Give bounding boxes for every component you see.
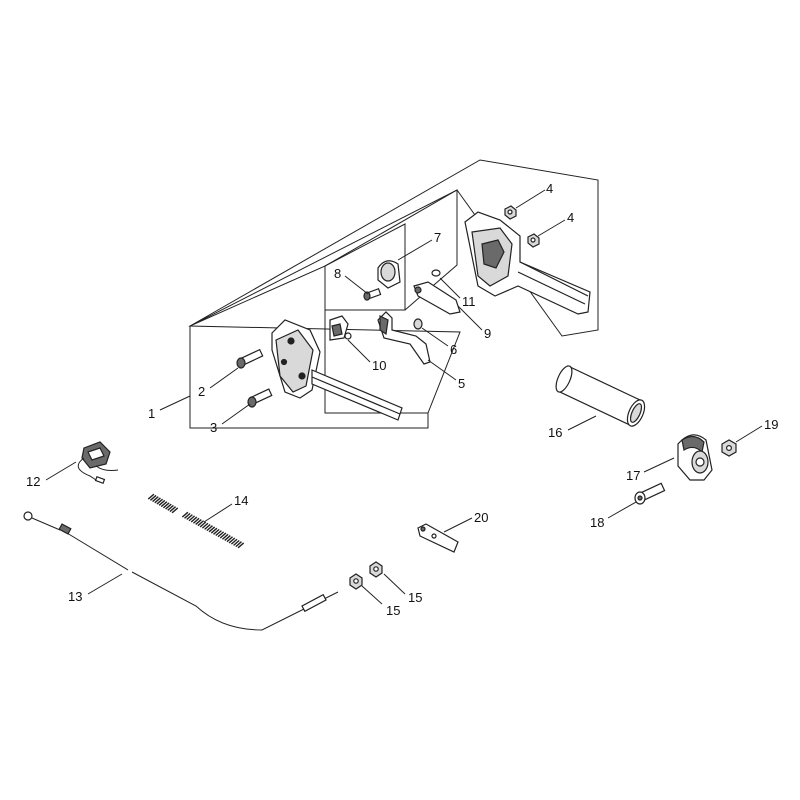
callout-9: 9 [484,326,491,341]
callout-10: 10 [372,358,386,373]
lever-part-9 [413,281,461,315]
throttle-cable-part-13 [23,511,339,631]
callout-11: 11 [462,294,476,309]
handle-housing-part [464,211,591,315]
callout-18: 18 [590,515,604,530]
callout-12: 12 [26,474,40,489]
leader-lines [45,189,763,605]
callout-14: 14 [234,493,248,508]
nut-part-15a [369,561,383,578]
switch-part-10 [329,315,352,341]
nut-part-4b [527,233,540,248]
callout-20: 20 [474,510,488,525]
callout-2: 2 [198,384,205,399]
handle-assembly-part [271,319,403,421]
subassembly-box-7-8 [324,223,406,311]
plate-part-20 [417,523,459,553]
callout-labels: 1 2 3 4 4 5 6 7 8 9 10 11 12 13 14 15 15… [26,181,778,618]
assembly-outline-large [188,159,599,429]
callout-6: 6 [450,342,457,357]
bolt-part-18 [634,482,666,505]
nut-part-15b [349,573,363,590]
spring-part-6 [413,318,423,330]
callout-3: 3 [210,420,217,435]
springs-part-14 [147,493,245,549]
callout-19: 19 [764,417,778,432]
callout-7: 7 [434,230,441,245]
callout-13: 13 [68,589,82,604]
nut-part-4a [504,205,517,220]
callout-15a: 15 [408,590,422,605]
screw-part-3 [247,388,273,408]
callout-15b: 15 [386,603,400,618]
screw-part-2 [236,348,264,369]
clamp-part-7 [377,260,401,289]
callout-17: 17 [626,468,640,483]
pin-part-11 [431,269,441,277]
callout-4a: 4 [546,181,553,196]
trigger-part-5 [377,311,431,365]
callout-4b: 4 [567,210,574,225]
callout-5: 5 [458,376,465,391]
callout-16: 16 [548,425,562,440]
tube-part-16 [555,365,646,427]
callout-8: 8 [334,266,341,281]
callout-1: 1 [148,406,155,421]
switch-wire-part-12 [77,441,119,485]
nut-part-19 [721,439,737,457]
screw-part-8 [363,288,382,301]
clamp-housing-part-17 [677,434,713,481]
